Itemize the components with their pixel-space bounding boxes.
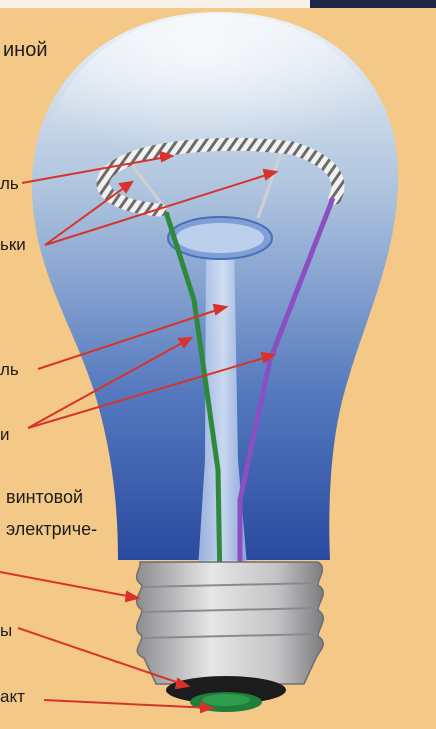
label-cap-line1: винтовой xyxy=(6,488,83,506)
title-fragment: иной xyxy=(3,40,48,60)
label-stem: ль xyxy=(0,361,19,378)
label-contact: акт xyxy=(0,688,25,705)
arrow-cap xyxy=(0,572,138,598)
label-leads: и xyxy=(0,426,10,443)
arrow-contact xyxy=(44,700,212,708)
label-spiral: ль xyxy=(0,175,19,192)
label-insulator: ы xyxy=(0,622,12,639)
screw-base xyxy=(137,562,324,684)
label-holders: ьки xyxy=(0,236,26,253)
label-cap-line2: электриче- xyxy=(6,520,97,538)
